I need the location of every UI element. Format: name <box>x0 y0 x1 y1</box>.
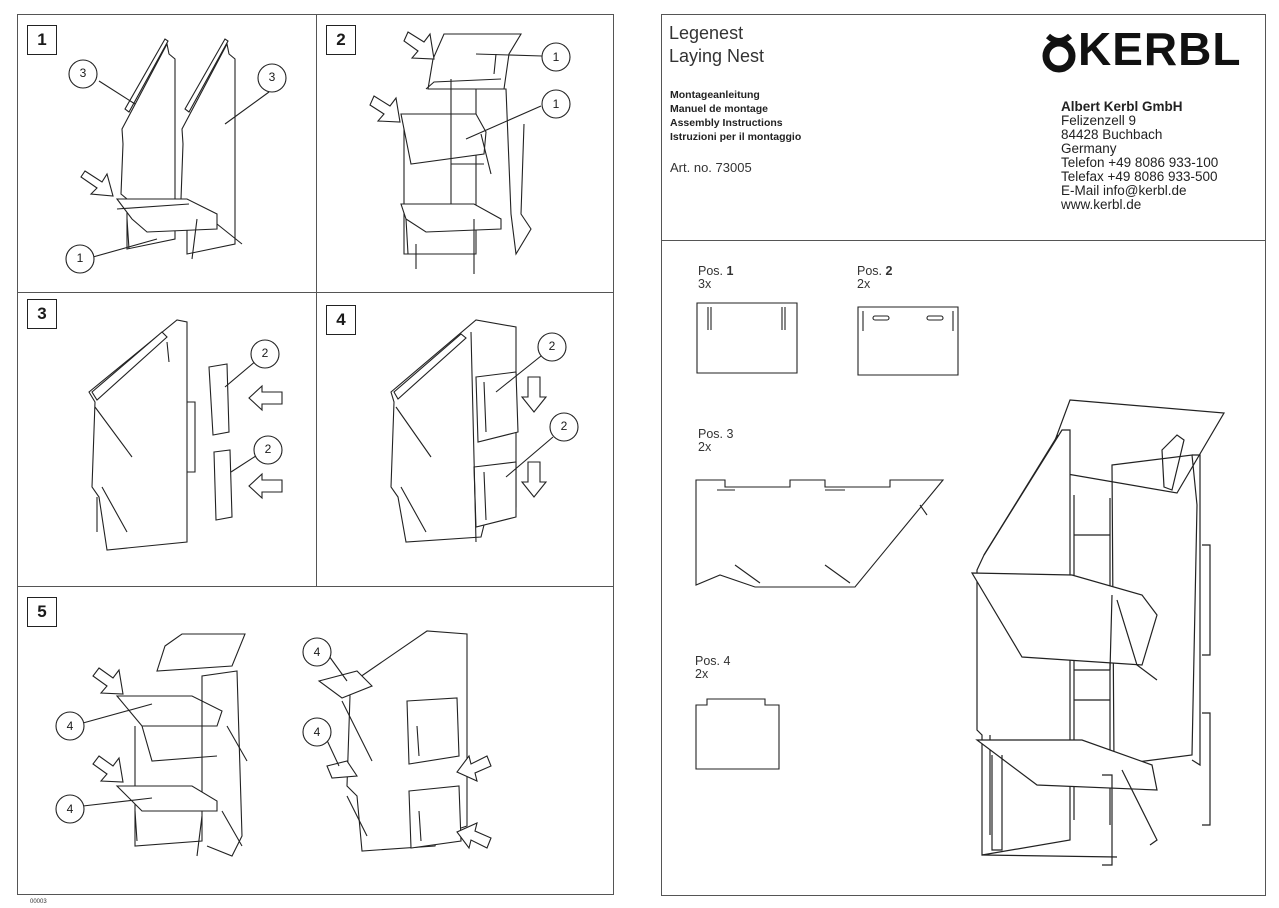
manual-en: Assembly Instructions <box>670 117 783 129</box>
company-city: 84428 Buchbach <box>1061 127 1163 142</box>
callout-s3b: 2 <box>264 442 272 456</box>
callout-s3a: 2 <box>261 346 269 360</box>
manual-fr: Manuel de montage <box>670 103 769 115</box>
part-2-prefix: Pos. <box>857 264 883 278</box>
step4-illustration <box>316 292 616 586</box>
kerbl-logo-icon <box>1040 30 1084 74</box>
divider-row1 <box>17 292 614 293</box>
divider-col-top <box>316 14 317 292</box>
part-3-drawing <box>695 475 947 593</box>
part-3-qty: 2x <box>698 440 712 454</box>
part-1-number: 1 <box>726 264 734 278</box>
title-en: Laying Nest <box>669 46 765 66</box>
part-4-drawing <box>695 697 781 771</box>
callout-s5b: 4 <box>66 802 74 816</box>
callout-s5c: 4 <box>313 645 321 659</box>
step3-illustration <box>17 292 317 586</box>
step-number-2: 2 <box>326 25 356 55</box>
company-email: E-Mail info@kerbl.de <box>1061 183 1187 198</box>
part-1-drawing <box>696 302 800 374</box>
article-number: Art. no. 73005 <box>670 160 752 175</box>
step5-illustration <box>17 586 617 895</box>
callout-s2a: 1 <box>552 50 560 64</box>
part-1-label: Pos. 1 <box>698 265 733 278</box>
part-2-label: Pos. 2 <box>857 265 892 278</box>
company-street: Felizenzell 9 <box>1061 113 1137 128</box>
parts-frame <box>661 240 1266 896</box>
divider-row2 <box>17 586 614 587</box>
steps-frame <box>17 14 614 895</box>
part-3-label: Pos. 3 <box>698 427 734 441</box>
company-name-text: Albert Kerbl GmbH <box>1061 99 1183 114</box>
callout-s1b: 3 <box>268 70 276 84</box>
company-country: Germany <box>1061 141 1117 156</box>
part-4-qty: 2x <box>695 667 709 681</box>
divider-col-mid <box>316 292 317 586</box>
part-1-qty: 3x <box>698 277 712 291</box>
step-number-4: 4 <box>326 305 356 335</box>
callout-s1a: 3 <box>79 66 87 80</box>
manual-it: Istruzioni per il montaggio <box>670 131 802 143</box>
part-4-label: Pos. 4 <box>695 654 731 668</box>
company-fax: Telefax +49 8086 933-500 <box>1061 169 1218 184</box>
callout-s4a: 2 <box>548 339 556 353</box>
callout-s5a: 4 <box>66 719 74 733</box>
step-number-1: 1 <box>27 25 57 55</box>
kerbl-logo-text: KERBL <box>1078 23 1242 75</box>
step-number-5: 5 <box>27 597 57 627</box>
step-number-3: 3 <box>27 299 57 329</box>
callout-s5d: 4 <box>313 725 321 739</box>
part-2-drawing <box>857 306 961 376</box>
callout-s1c: 1 <box>76 251 84 265</box>
company-web: www.kerbl.de <box>1061 197 1142 212</box>
step1-illustration <box>17 14 317 292</box>
callout-s2b: 1 <box>552 97 560 111</box>
footer-code: 00003 <box>30 899 47 905</box>
manual-de: Montageanleitung <box>670 89 760 101</box>
part-2-qty: 2x <box>857 277 871 291</box>
title-de: Legenest <box>669 23 744 43</box>
part-2-number: 2 <box>885 264 893 278</box>
part-1-prefix: Pos. <box>698 264 724 278</box>
step2-illustration <box>316 14 616 292</box>
callout-s4b: 2 <box>560 419 568 433</box>
company-phone: Telefon +49 8086 933-100 <box>1061 155 1219 170</box>
company-name: Albert Kerbl GmbH <box>1061 100 1183 114</box>
assembled-nest-drawing <box>962 395 1227 870</box>
